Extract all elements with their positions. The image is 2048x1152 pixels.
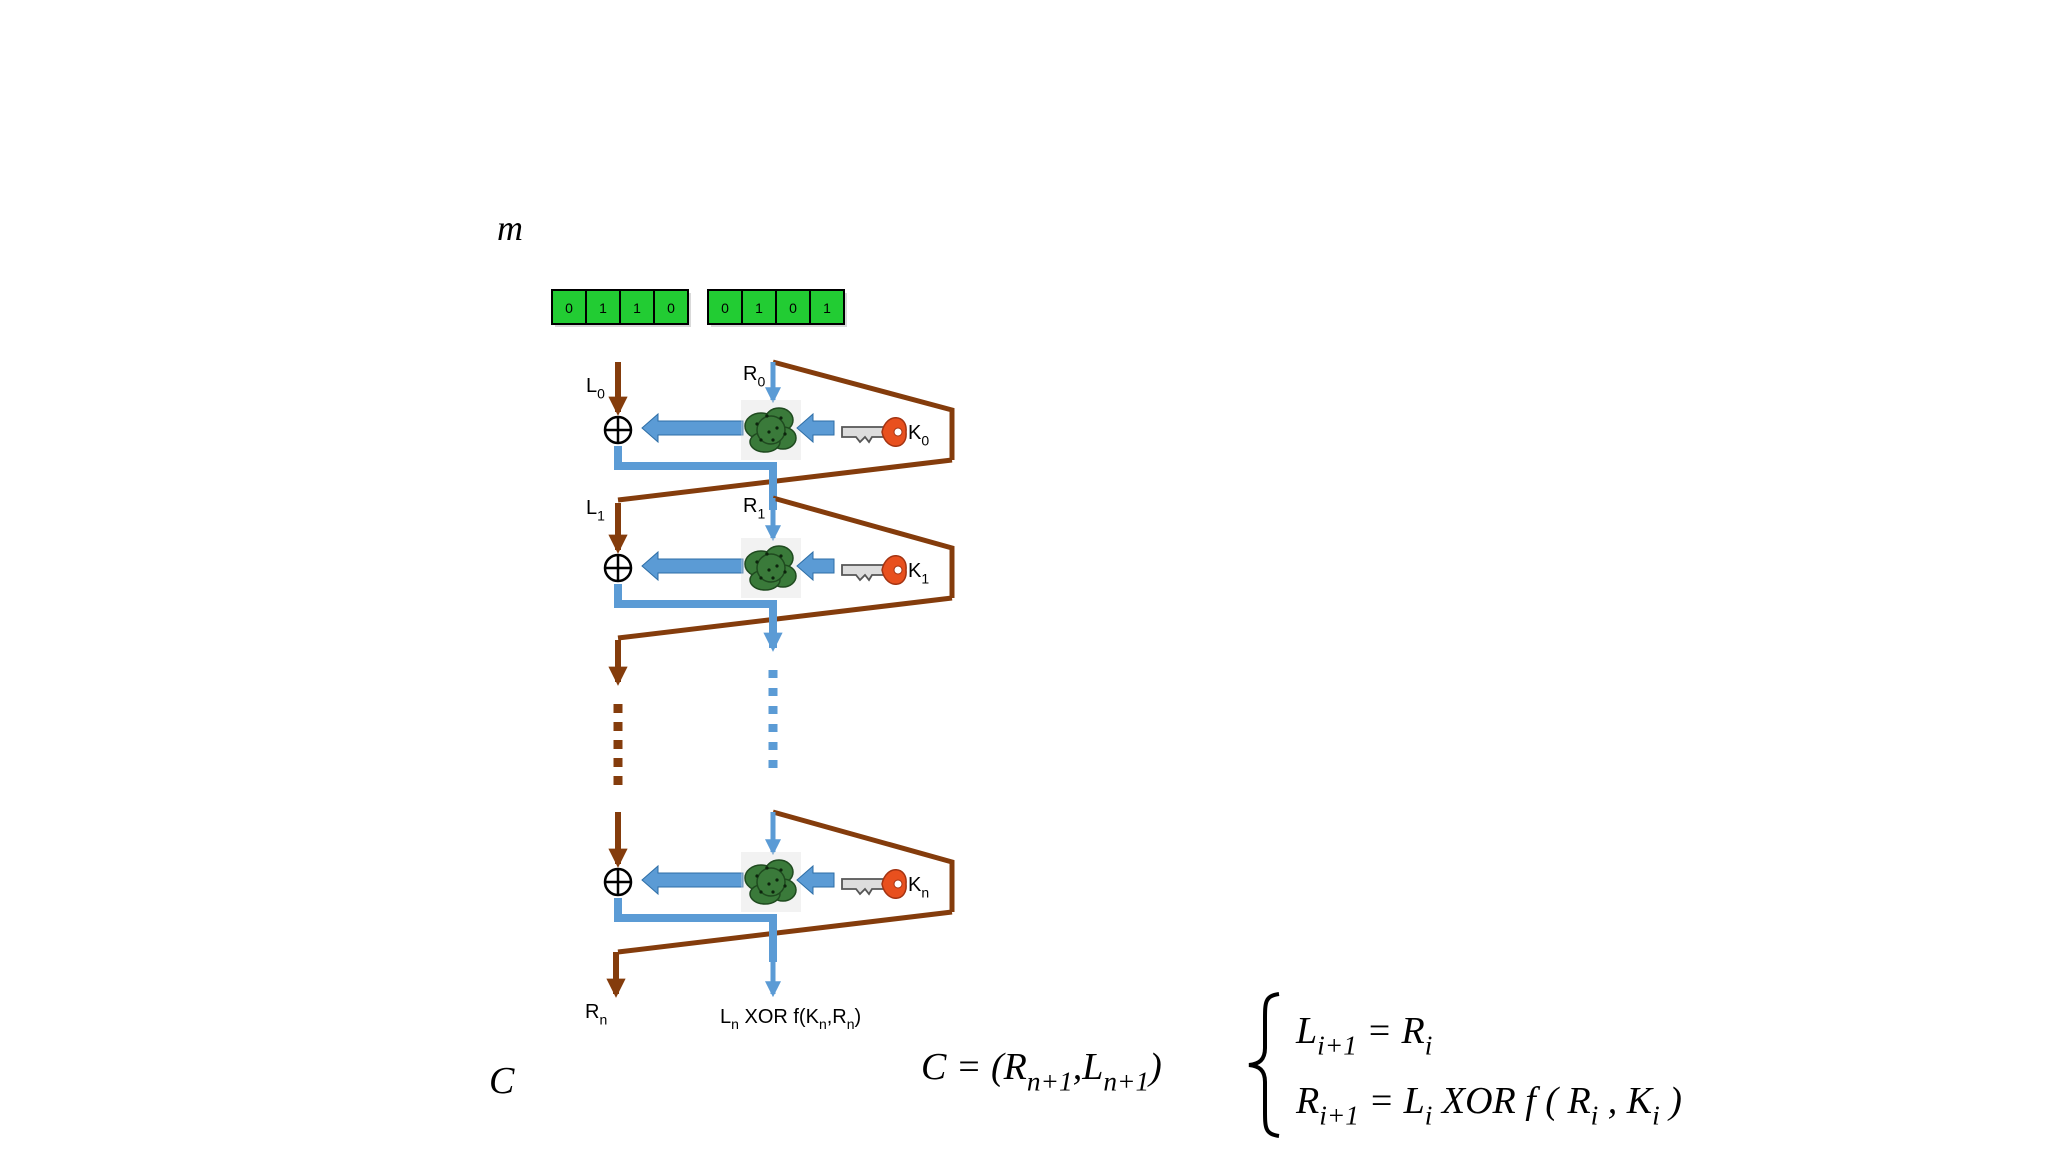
bit-cell-left	[551, 289, 587, 325]
eq1-b: = R	[1356, 1010, 1425, 1052]
round-2: Kn	[603, 809, 955, 962]
eq2-a-sub: i+1	[1319, 1100, 1359, 1131]
bit-register: 0 1 1 0 0 1 0 1	[551, 289, 847, 327]
xor-output-line	[614, 898, 777, 962]
message-label: m	[497, 208, 523, 248]
eq2-a: R	[1296, 1080, 1320, 1122]
left-half-label: L0	[586, 375, 605, 401]
swap-line	[772, 495, 955, 598]
bit-value-left: 1	[599, 300, 607, 316]
cipher-formula-post: )	[1149, 1046, 1162, 1088]
key-icon	[841, 869, 907, 899]
key-input-arrow	[796, 550, 835, 582]
swap-line	[772, 809, 955, 912]
xor-icon	[603, 553, 633, 583]
eq2-b: = L	[1358, 1080, 1425, 1122]
bit-value-left: 1	[633, 300, 641, 316]
key-input-arrow	[796, 412, 835, 444]
round-key-label: K1	[908, 560, 929, 586]
eq1-a-sub: i+1	[1317, 1030, 1357, 1061]
bit-cell-left	[619, 289, 655, 325]
final-outputs: Rn Ln XOR f(Kn,Rn)	[585, 952, 861, 1032]
bit-cell-right	[809, 289, 845, 325]
cipher-formula: C = (Rn+1,Ln+1)	[921, 1048, 1162, 1096]
left-output-label: Rn	[585, 1001, 607, 1027]
bit-value-left: 0	[667, 300, 675, 316]
f-output-arrow	[641, 864, 744, 896]
bit-cell-left	[585, 289, 621, 325]
xor-icon	[603, 867, 633, 897]
left-half-label: L1	[586, 497, 605, 523]
eq2-b-sub: i	[1424, 1100, 1433, 1131]
cipher-formula-sub2: n+1	[1103, 1066, 1150, 1097]
bit-value-right: 0	[721, 300, 729, 316]
bit-cell-right	[707, 289, 743, 325]
eq2-c-sub: i	[1590, 1100, 1599, 1131]
swap-diagonal	[617, 909, 953, 955]
f-output-arrow	[641, 550, 744, 582]
cipher-formula-pre: C = (R	[921, 1046, 1027, 1088]
round-equation-right: Ri+1 = Li XOR f ( Ri , Ki )	[1296, 1082, 1682, 1130]
right-output-label: Ln XOR f(Kn,Rn)	[720, 1006, 861, 1032]
eq2-c: XOR f ( R	[1432, 1080, 1591, 1122]
eq1-b-sub: i	[1424, 1030, 1433, 1061]
round-continuation	[608, 620, 783, 788]
round-key-label: Kn	[908, 874, 929, 900]
bit-value-left: 0	[565, 300, 573, 316]
right-half-label: R1	[743, 495, 765, 521]
round-equation-left: Li+1 = Ri	[1296, 1012, 1432, 1060]
cipher-formula-sub1: n+1	[1026, 1066, 1073, 1097]
bit-cell-left	[653, 289, 689, 325]
f-output-arrow	[641, 412, 744, 444]
xor-output-line	[614, 446, 777, 510]
xor-icon	[603, 415, 633, 445]
eq2-d-sub: i	[1652, 1100, 1660, 1131]
key-input-arrow	[796, 864, 835, 896]
sbox-icon	[741, 400, 801, 460]
sbox-icon	[741, 538, 801, 598]
cipher-label: C	[489, 1060, 515, 1102]
bit-value-right: 1	[755, 300, 763, 316]
bit-value-right: 1	[823, 300, 831, 316]
key-icon	[841, 555, 907, 585]
cipher-formula-mid: ,L	[1072, 1046, 1104, 1088]
swap-diagonal	[617, 457, 953, 503]
round-key-label: K0	[908, 422, 929, 448]
equation-brace	[1248, 992, 1280, 1138]
eq1-a: L	[1296, 1010, 1318, 1052]
bit-cell-right	[741, 289, 777, 325]
key-icon	[841, 417, 907, 447]
right-half-label: R0	[743, 363, 765, 389]
bit-value-right: 0	[789, 300, 797, 316]
swap-line	[772, 359, 955, 460]
eq2-d: , K	[1598, 1080, 1653, 1122]
swap-diagonal	[617, 595, 953, 641]
sbox-icon	[741, 852, 801, 912]
eq2-e: )	[1659, 1080, 1682, 1122]
